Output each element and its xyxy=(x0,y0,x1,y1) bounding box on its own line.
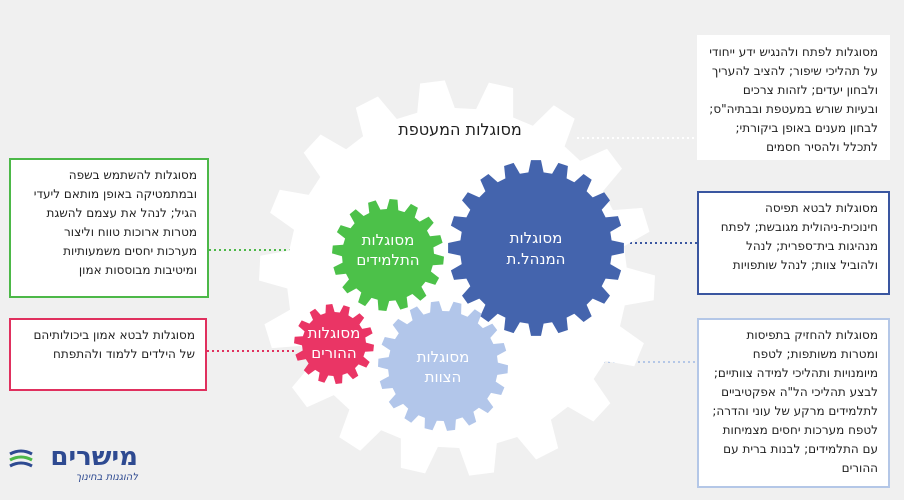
info-box-staff: מסוגלות להחזיק בתפיסות ומטרות משותפות; ל… xyxy=(697,318,890,488)
manager-label-line1: מסוגלות xyxy=(510,229,563,247)
students-label-line1: מסוגלות xyxy=(362,231,415,249)
manager-gear xyxy=(448,160,624,336)
info-box-manager: מסוגלות לבטא תפיסה חינוכית-ניהולית מגובש… xyxy=(697,191,890,295)
parents-label-line2: ההורים xyxy=(311,344,356,362)
staff-gear xyxy=(378,301,508,431)
logo-tagline: להוגנות בחינוך xyxy=(75,472,138,483)
parents-label-line1: מסוגלות xyxy=(308,324,361,342)
manager-label-line2: המנהל.ת xyxy=(507,250,566,268)
logo-name: מישרים xyxy=(50,442,138,472)
students-gear xyxy=(332,199,444,311)
info-box-parents: מסוגלות לבטא אמון ביכולותיהם של הילדים ל… xyxy=(9,318,207,391)
info-box-students: מסוגלות להשתמש בשפה ובמתמטיקה באופן מותא… xyxy=(9,158,209,298)
parents-gear xyxy=(294,304,374,384)
mishrim-logo: מישרים להוגנות בחינוך xyxy=(8,442,138,492)
staff-label-line2: הצוות xyxy=(425,368,462,386)
students-label-line2: התלמידים xyxy=(356,251,419,269)
center-title: מסוגלות המעטפת xyxy=(398,120,521,139)
staff-label-line1: מסוגלות xyxy=(417,348,470,366)
logo-waves-icon xyxy=(9,449,33,468)
info-box-envelope: מסוגלות לפתח ולהנגיש ידע ייחודי על תהליכ… xyxy=(697,35,890,160)
